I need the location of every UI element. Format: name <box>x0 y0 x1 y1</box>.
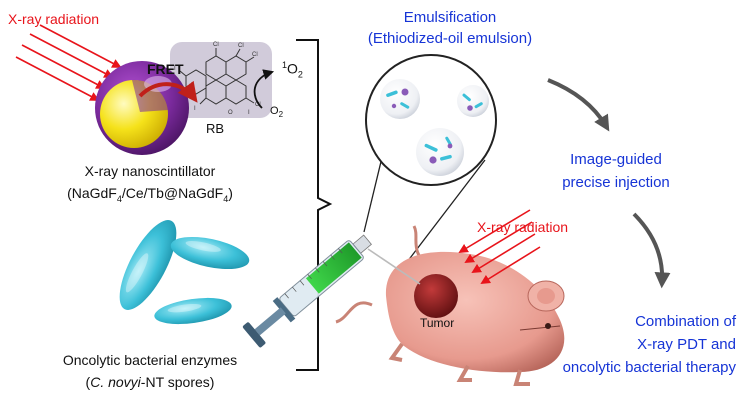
combination-label-1: Combination of <box>635 313 736 330</box>
injection-label-2: precise injection <box>562 174 670 191</box>
injection-label-1: Image-guided <box>570 151 662 168</box>
svg-text:Cl: Cl <box>213 42 219 48</box>
emulsion-type-label: (Ethiodized-oil emulsion) <box>367 30 533 47</box>
fret-arrow <box>138 80 198 103</box>
fret-label: FRET <box>147 61 184 77</box>
left-xray-arrows <box>15 24 122 101</box>
enzymes-title: Oncolytic bacterial enzymes <box>62 352 238 368</box>
svg-text:I: I <box>194 106 196 112</box>
right-xray-arrows <box>458 209 541 285</box>
nanoscintillator-title: X-ray nanoscintillator <box>84 163 216 179</box>
grouping-bracket <box>296 39 333 371</box>
right-xray-radiation-label: X-ray radiation <box>477 219 569 235</box>
svg-text:Cl: Cl <box>252 52 258 58</box>
step-arrow-1 <box>547 78 610 132</box>
spore-icon <box>119 220 250 325</box>
syringe-needle <box>367 248 421 285</box>
syringe-icon <box>242 234 372 348</box>
left-xray-radiation-label: X-ray radiation <box>8 11 100 27</box>
tumor-marker <box>414 274 458 318</box>
enzymes-spores: (C. novyi-NT spores) <box>85 374 215 390</box>
emulsification-label: Emulsification <box>403 9 497 26</box>
oxygen-conversion-arrow <box>253 69 275 109</box>
svg-text:I: I <box>174 66 176 72</box>
svg-text:O: O <box>228 110 233 116</box>
oxygen-label: O2 <box>270 105 284 120</box>
svg-text:Cl: Cl <box>255 102 261 108</box>
tumor-label: Tumor <box>420 316 455 330</box>
rb-label: RB <box>206 121 225 136</box>
combination-label-2: X-ray PDT and <box>637 336 736 353</box>
svg-text:Cl: Cl <box>238 43 244 49</box>
singlet-oxygen-label: 1O2 <box>282 60 303 80</box>
svg-text:I: I <box>248 110 250 116</box>
nanoscintillator-formula: (NaGdF4/Ce/Tb@NaGdF4) <box>67 185 233 204</box>
step-arrow-2 <box>632 212 671 289</box>
combination-label-3: oncolytic bacterial therapy <box>562 359 736 376</box>
mouse-icon <box>335 225 565 386</box>
